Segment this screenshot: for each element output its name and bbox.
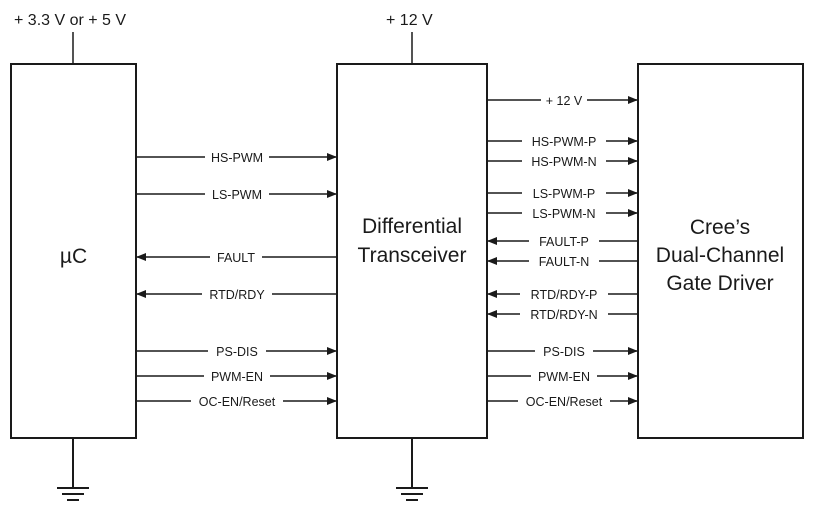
signal-label: FAULT-N: [539, 255, 589, 269]
label-bg: [202, 286, 272, 302]
signal-label: HS-PWM-P: [532, 135, 597, 149]
label-bg: [205, 149, 269, 165]
mcu-supply-label: + 3.3 V or + 5 V: [14, 12, 126, 29]
signal-label: PS-DIS: [543, 345, 585, 359]
transceiver-title-line1: Differential: [362, 215, 462, 238]
driver-title-line2: Dual-Channel: [656, 244, 784, 267]
signal-label: LS-PWM-N: [532, 207, 595, 221]
label-bg: [208, 343, 266, 359]
label-bg: [205, 186, 269, 202]
label-bg: [522, 133, 606, 149]
signal-label: RTD/RDY-P: [531, 288, 598, 302]
label-bg: [531, 368, 597, 384]
signal-label: RTD/RDY: [209, 288, 265, 302]
signal-label: OC-EN/Reset: [199, 395, 276, 409]
driver-title-line1: Cree’s: [690, 216, 750, 239]
transceiver-block: [336, 63, 488, 439]
label-bg: [520, 286, 608, 302]
transceiver-title-line2: Transceiver: [358, 244, 467, 267]
signal-label: HS-PWM: [211, 151, 263, 165]
signal-label: RTD/RDY-N: [530, 308, 597, 322]
label-bg: [529, 253, 599, 269]
transceiver-ground-icon: [396, 438, 428, 501]
signal-label: FAULT: [217, 251, 255, 265]
signal-label: PWM-EN: [211, 370, 263, 384]
label-bg: [529, 233, 599, 249]
label-bg: [522, 153, 606, 169]
label-bg: [204, 368, 270, 384]
label-bg: [522, 205, 606, 221]
label-bg: [522, 185, 606, 201]
signal-label: PWM-EN: [538, 370, 590, 384]
label-bg: [520, 306, 608, 322]
label-bg: [535, 343, 593, 359]
signal-label: FAULT-P: [539, 235, 589, 249]
label-bg: [541, 92, 587, 108]
mcu-block: [10, 63, 137, 439]
mcu-title: µC: [60, 245, 87, 268]
label-bg: [210, 249, 262, 265]
signal-label: + 12 V: [546, 94, 583, 108]
signal-label: OC-EN/Reset: [526, 395, 603, 409]
signal-label: PS-DIS: [216, 345, 258, 359]
label-bg: [191, 393, 283, 409]
signal-label: LS-PWM-P: [533, 187, 596, 201]
driver-title-line3: Gate Driver: [666, 272, 773, 295]
signal-label: LS-PWM: [212, 188, 262, 202]
gate-driver-block: [637, 63, 804, 439]
mcu-transceiver-signals: HS-PWM LS-PWM FAULT RTD/RDY PS-DIS PWM-E…: [136, 149, 337, 409]
transceiver-supply-label: + 12 V: [386, 12, 433, 29]
transceiver-driver-signals: + 12 V HS-PWM-P HS-PWM-N LS-PWM-P LS-PWM…: [487, 92, 638, 409]
mcu-ground-icon: [57, 438, 89, 501]
label-bg: [518, 393, 610, 409]
signal-label: HS-PWM-N: [531, 155, 596, 169]
